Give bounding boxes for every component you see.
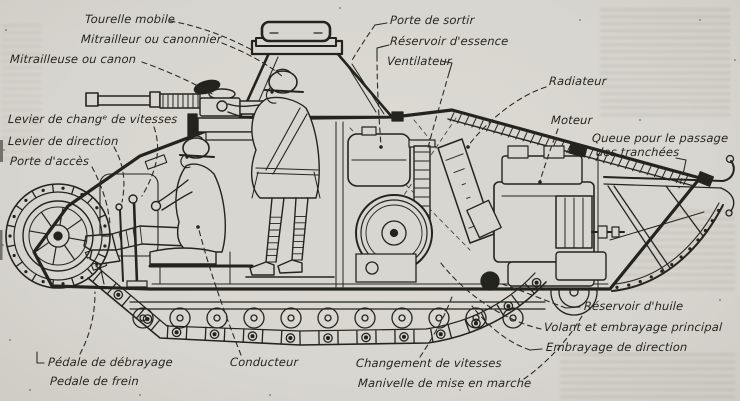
label-volant: Volant et embrayage principal [543,320,723,334]
suspension-rail [129,301,546,310]
gunner-hand [193,79,221,95]
track-links [91,271,542,346]
leader-mitrailleuse [141,61,215,96]
gunner-boot [249,261,275,276]
label-embrayage-direction: Embrayage de direction [545,340,688,354]
label-levier-direction: Levier de direction [7,134,119,148]
gunner-boot [277,259,303,274]
leader-levier-direction [113,146,125,203]
driver-face [180,154,191,169]
engine-bulkhead [335,121,344,288]
engine-deck-louvres [449,112,689,186]
label-mitrailleuse: Mitrailleuse ou canon [9,52,137,66]
tail-brace [665,185,704,237]
leader-reservoir-huile [501,283,567,309]
leader-porte-acces [91,166,111,225]
gunner-helmet [268,70,298,94]
oil-reservoir-dot [480,271,500,291]
rear-deck-fitting [695,171,715,187]
deck-fitting [391,111,404,122]
leader-levier-vitesses [141,126,159,197]
label-queue-line2: des tranchées [595,145,680,159]
leader-reservoir-essence [376,55,382,147]
gunner-figure [111,68,335,278]
driver-helmet [182,137,210,159]
label-reservoir-huile: Réservoir d'huile [583,299,684,313]
leader-porte-sortie [350,24,376,63]
leader-mitrailleur [221,42,284,78]
engine-bay [347,117,625,291]
track-inner-edge [95,265,536,332]
cupola [255,20,337,47]
cylinder-head [501,155,583,185]
tail-skid [603,154,735,292]
leader-radiateur [467,86,547,147]
gunner-strap [265,107,308,175]
label-moteur: Moteur [550,113,593,127]
gunner-face [265,87,277,104]
leader-embrayage [471,305,531,351]
leader-queue [678,169,685,189]
label-ventilateur: Ventilateur [386,54,453,68]
leader-pedale [79,291,96,355]
driver-arm [157,179,193,211]
fuel-filler-cap [361,126,377,136]
scan-noise [0,7,736,396]
driver-torso [175,163,226,253]
leader-manivelle [523,315,583,380]
page-bleedthrough [600,6,730,116]
leader-tourelle [169,20,253,51]
label-porte-sortie: Porte de sortir [389,13,475,27]
gearbox [355,253,417,283]
driver-hand [150,200,162,212]
page-bleedthrough [560,350,735,398]
label-levier-vitesses: Levier de changᵉ de vitesses [7,112,178,126]
gunner-belt [255,167,319,176]
carburetor [466,199,502,239]
leader-lines [36,20,687,380]
gun-muzzle [85,92,99,107]
label-queue-line1: Queue pour le passage [591,131,729,145]
label-reservoir-essence: Réservoir d'essence [389,34,509,48]
label-manivelle: Manivelle de mise en marche [357,376,532,390]
driver-seat [149,247,217,265]
label-porte-acces: Porte d'accès [9,154,90,168]
gun-barrel [97,95,153,106]
label-pedale-debrayage: Pédale de débrayage [47,355,174,369]
tail-brace [607,185,671,272]
leader-ventilateur [427,72,450,149]
leader-elbows [36,22,687,364]
driver-figure [83,135,254,288]
track-outer-edge [87,277,547,346]
deck-fitting [568,143,588,158]
label-changement-vitesses: Changement de vitesses [355,356,503,370]
gun-cooling-sleeve [159,93,201,109]
gunner-hand [216,100,228,112]
leader-conducteur [197,225,242,356]
leader-volant [439,261,542,330]
driver-visor-slot [144,154,168,170]
front-idler-wheel [5,183,111,289]
leader-changement [419,293,454,358]
label-pedale-frein: Pedale de frein [49,374,140,388]
label-mitrailleur: Mitrailleur ou canonnier [80,32,222,46]
page-bleedthrough [2,20,42,160]
leader-moteur [539,128,559,182]
running-gear [5,183,547,346]
gun-mount-post [187,113,198,137]
access-door-outline [99,173,159,257]
label-tourelle-mobile: Tourelle mobile [84,12,176,26]
label-radiateur: Radiateur [548,74,607,88]
road-wheels [132,307,524,329]
label-conducteur: Conducteur [229,355,299,369]
